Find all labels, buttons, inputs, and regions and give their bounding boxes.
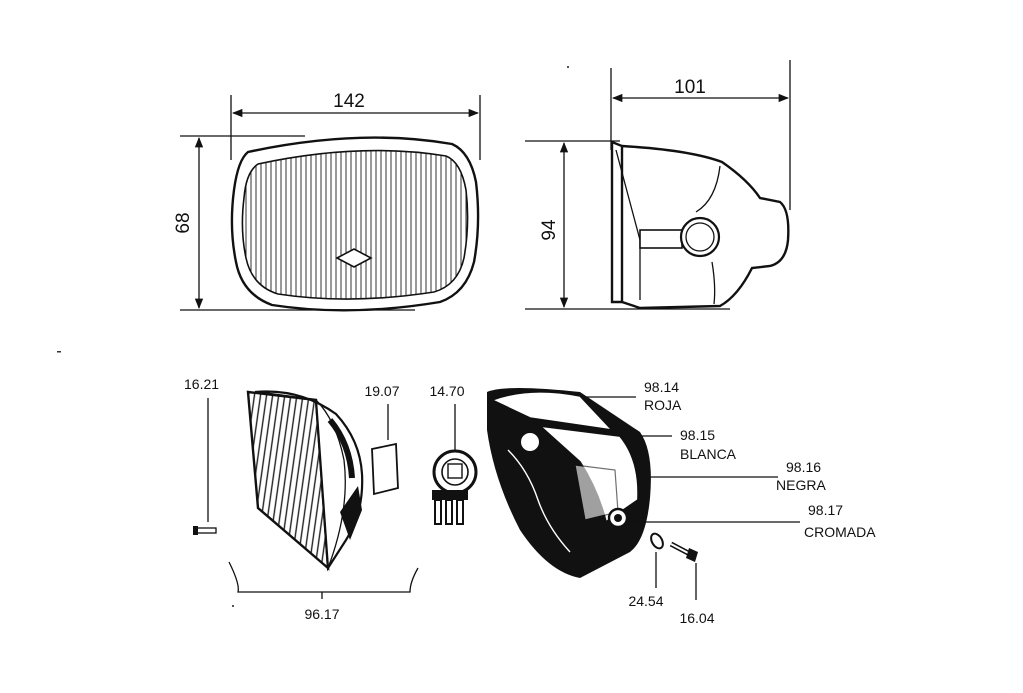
housing-part bbox=[487, 388, 651, 578]
side-housing-outline bbox=[621, 144, 790, 310]
label-bulb-holder: 14.70 bbox=[429, 383, 464, 399]
washer-part bbox=[650, 532, 664, 550]
bulb-holder-part bbox=[432, 449, 478, 525]
brace-lens-assembly bbox=[228, 561, 419, 593]
label-housing-white-code: 98.15 bbox=[680, 427, 715, 443]
front-height-label: 68 bbox=[173, 212, 194, 233]
side-upper-curve bbox=[695, 165, 721, 213]
scan-speck bbox=[567, 66, 569, 68]
label-housing-white-name: BLANCA bbox=[680, 446, 737, 462]
lamp-outer-rim bbox=[230, 136, 480, 312]
side-depth-label: 101 bbox=[674, 77, 706, 98]
scan-speck bbox=[232, 605, 234, 607]
small-screw-part bbox=[193, 526, 217, 535]
scan-speck bbox=[57, 351, 61, 353]
bolt-part bbox=[669, 541, 698, 562]
side-view: 101 94 bbox=[525, 60, 791, 310]
label-housing-red-code: 98.14 bbox=[644, 379, 679, 395]
front-width-label: 142 bbox=[333, 91, 365, 112]
side-mount-ring bbox=[679, 216, 721, 258]
label-lens-assembly: 96.17 bbox=[304, 606, 339, 622]
label-housing-black-name: NEGRA bbox=[776, 477, 826, 493]
exploded-view: 16.21 96.17 19.07 14.70 bbox=[184, 376, 876, 626]
label-washer: 24.54 bbox=[628, 593, 663, 609]
side-mount-hole bbox=[685, 222, 715, 252]
side-inner-line bbox=[615, 149, 641, 300]
diamond-emblem bbox=[335, 248, 373, 268]
label-clip: 19.07 bbox=[364, 383, 399, 399]
lens-assembly-part bbox=[246, 390, 364, 572]
label-housing-chrome-code: 98.17 bbox=[808, 502, 843, 518]
label-housing-red-name: ROJA bbox=[644, 397, 682, 413]
side-lower-curve bbox=[711, 261, 716, 305]
side-height-label: 94 bbox=[539, 219, 560, 241]
clip-part bbox=[371, 442, 399, 496]
front-view: 142 68 bbox=[173, 91, 481, 312]
lens-grille bbox=[241, 149, 469, 300]
label-bolt: 16.04 bbox=[679, 610, 714, 626]
label-screw-small: 16.21 bbox=[184, 376, 219, 392]
label-housing-chrome-name: CROMADA bbox=[804, 524, 876, 540]
label-housing-black-code: 98.16 bbox=[786, 459, 821, 475]
side-mount-bracket bbox=[639, 229, 683, 249]
